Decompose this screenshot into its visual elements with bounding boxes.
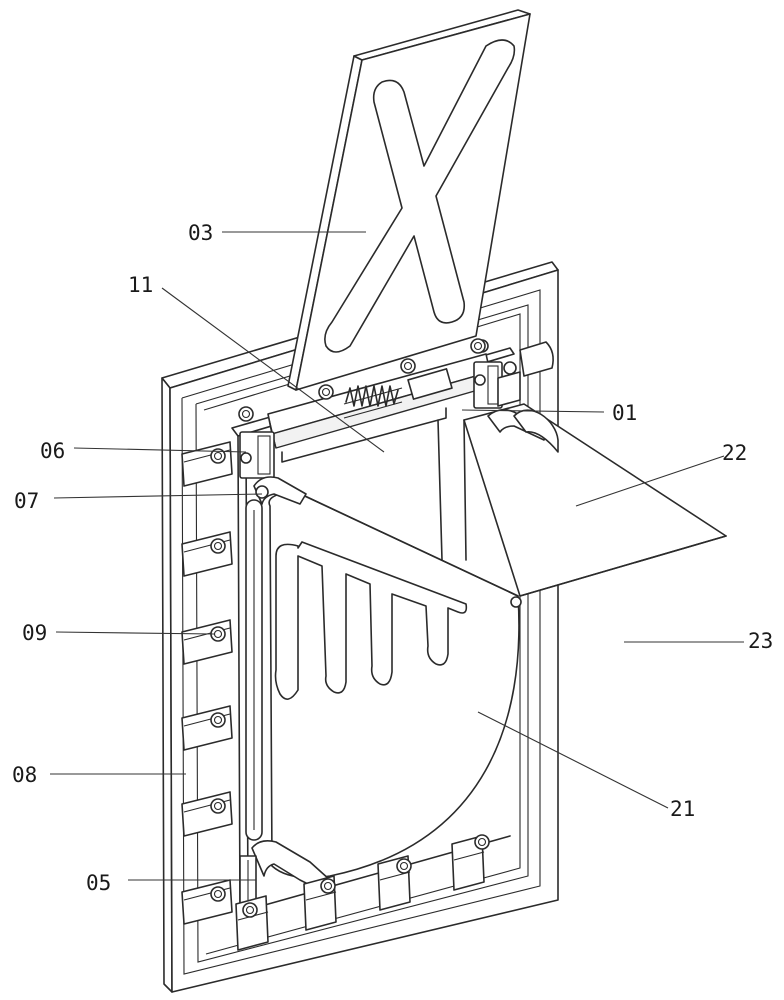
leader-01 — [461, 409, 605, 413]
sign-plate — [287, 9, 531, 391]
leader-21 — [477, 711, 669, 809]
side-strap — [181, 791, 233, 837]
label-11: 11 — [128, 273, 153, 297]
bolt — [242, 902, 258, 918]
leader-lines — [50, 231, 744, 881]
bolt — [210, 626, 226, 642]
spring-11 — [343, 385, 403, 419]
leader-11 — [161, 287, 385, 453]
label-23: 23 — [748, 629, 773, 653]
side-clamp-column — [181, 441, 233, 925]
hinge-bracket-left — [239, 431, 275, 479]
label-09: 09 — [22, 621, 47, 645]
side-strap — [181, 531, 233, 577]
right-straps — [475, 339, 554, 407]
bolt — [400, 358, 416, 374]
leader-06 — [73, 447, 247, 453]
side-strap — [181, 879, 233, 925]
hinge-assembly — [267, 353, 493, 561]
label-06: 06 — [40, 439, 65, 463]
label-07: 07 — [14, 489, 39, 513]
bolt — [470, 338, 486, 354]
bolt — [474, 834, 490, 850]
top-bolt-row — [238, 338, 490, 918]
bolt — [210, 538, 226, 554]
hinge-bracket-right — [473, 361, 503, 409]
label-05: 05 — [86, 871, 111, 895]
upper-clamp-07 — [253, 476, 307, 505]
bolt — [210, 886, 226, 902]
bolt — [210, 798, 226, 814]
label-08: 08 — [12, 763, 37, 787]
guide-rail — [245, 499, 263, 841]
bolt — [210, 448, 226, 464]
leader-09 — [55, 631, 215, 635]
label-03: 03 — [188, 221, 213, 245]
label-21: 21 — [670, 797, 695, 821]
side-strap — [181, 619, 233, 665]
label-22: 22 — [722, 441, 747, 465]
bolt — [396, 858, 412, 874]
labels: 03 11 01 06 22 07 09 23 08 21 05 — [12, 221, 773, 895]
bolt — [210, 712, 226, 728]
side-strap — [181, 705, 233, 751]
leader-22 — [575, 455, 725, 507]
bolt — [320, 878, 336, 894]
bolt — [238, 406, 254, 422]
bolt — [318, 384, 334, 400]
label-01: 01 — [612, 401, 637, 425]
side-strap — [181, 441, 233, 487]
bottom-strap — [451, 835, 485, 891]
leader-07 — [53, 493, 263, 499]
